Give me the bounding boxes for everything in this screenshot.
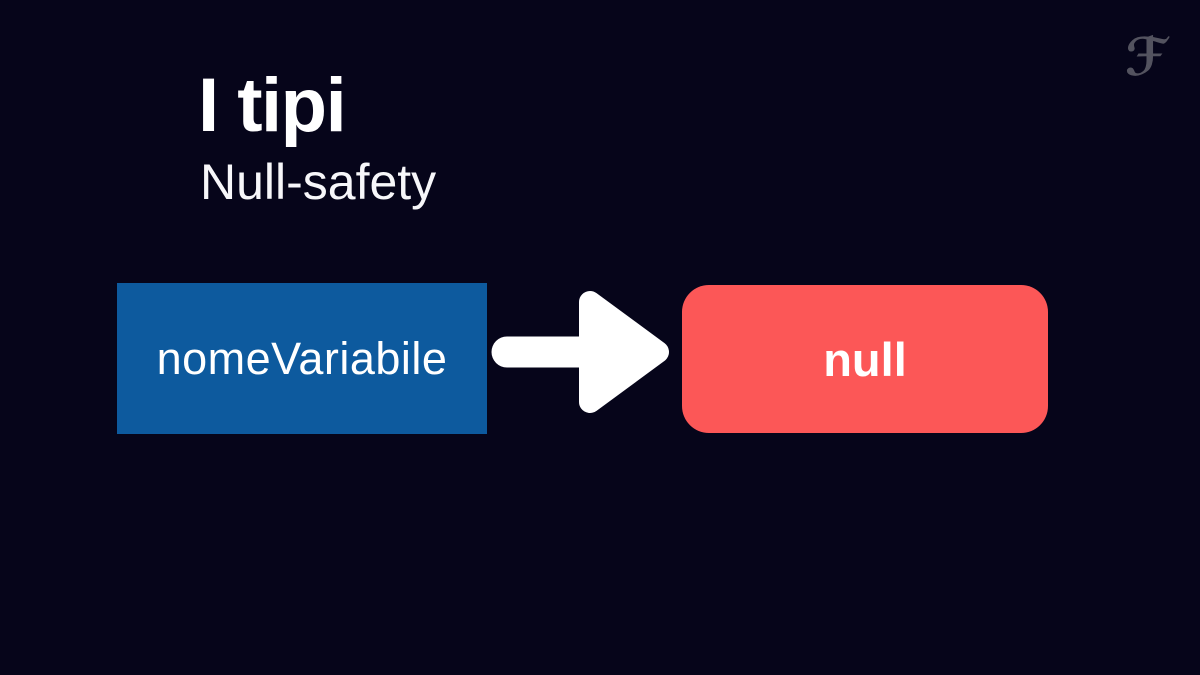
script-f-logo-icon: ℱ (1125, 28, 1167, 88)
null-box: null (682, 285, 1048, 433)
null-box-label: null (823, 332, 907, 386)
page-title: I tipi (198, 63, 347, 148)
variable-box: nomeVariabile (117, 283, 487, 434)
arrow-right-icon (491, 291, 669, 413)
variable-box-label: nomeVariabile (156, 332, 448, 384)
page-subtitle: Null-safety (200, 154, 437, 210)
